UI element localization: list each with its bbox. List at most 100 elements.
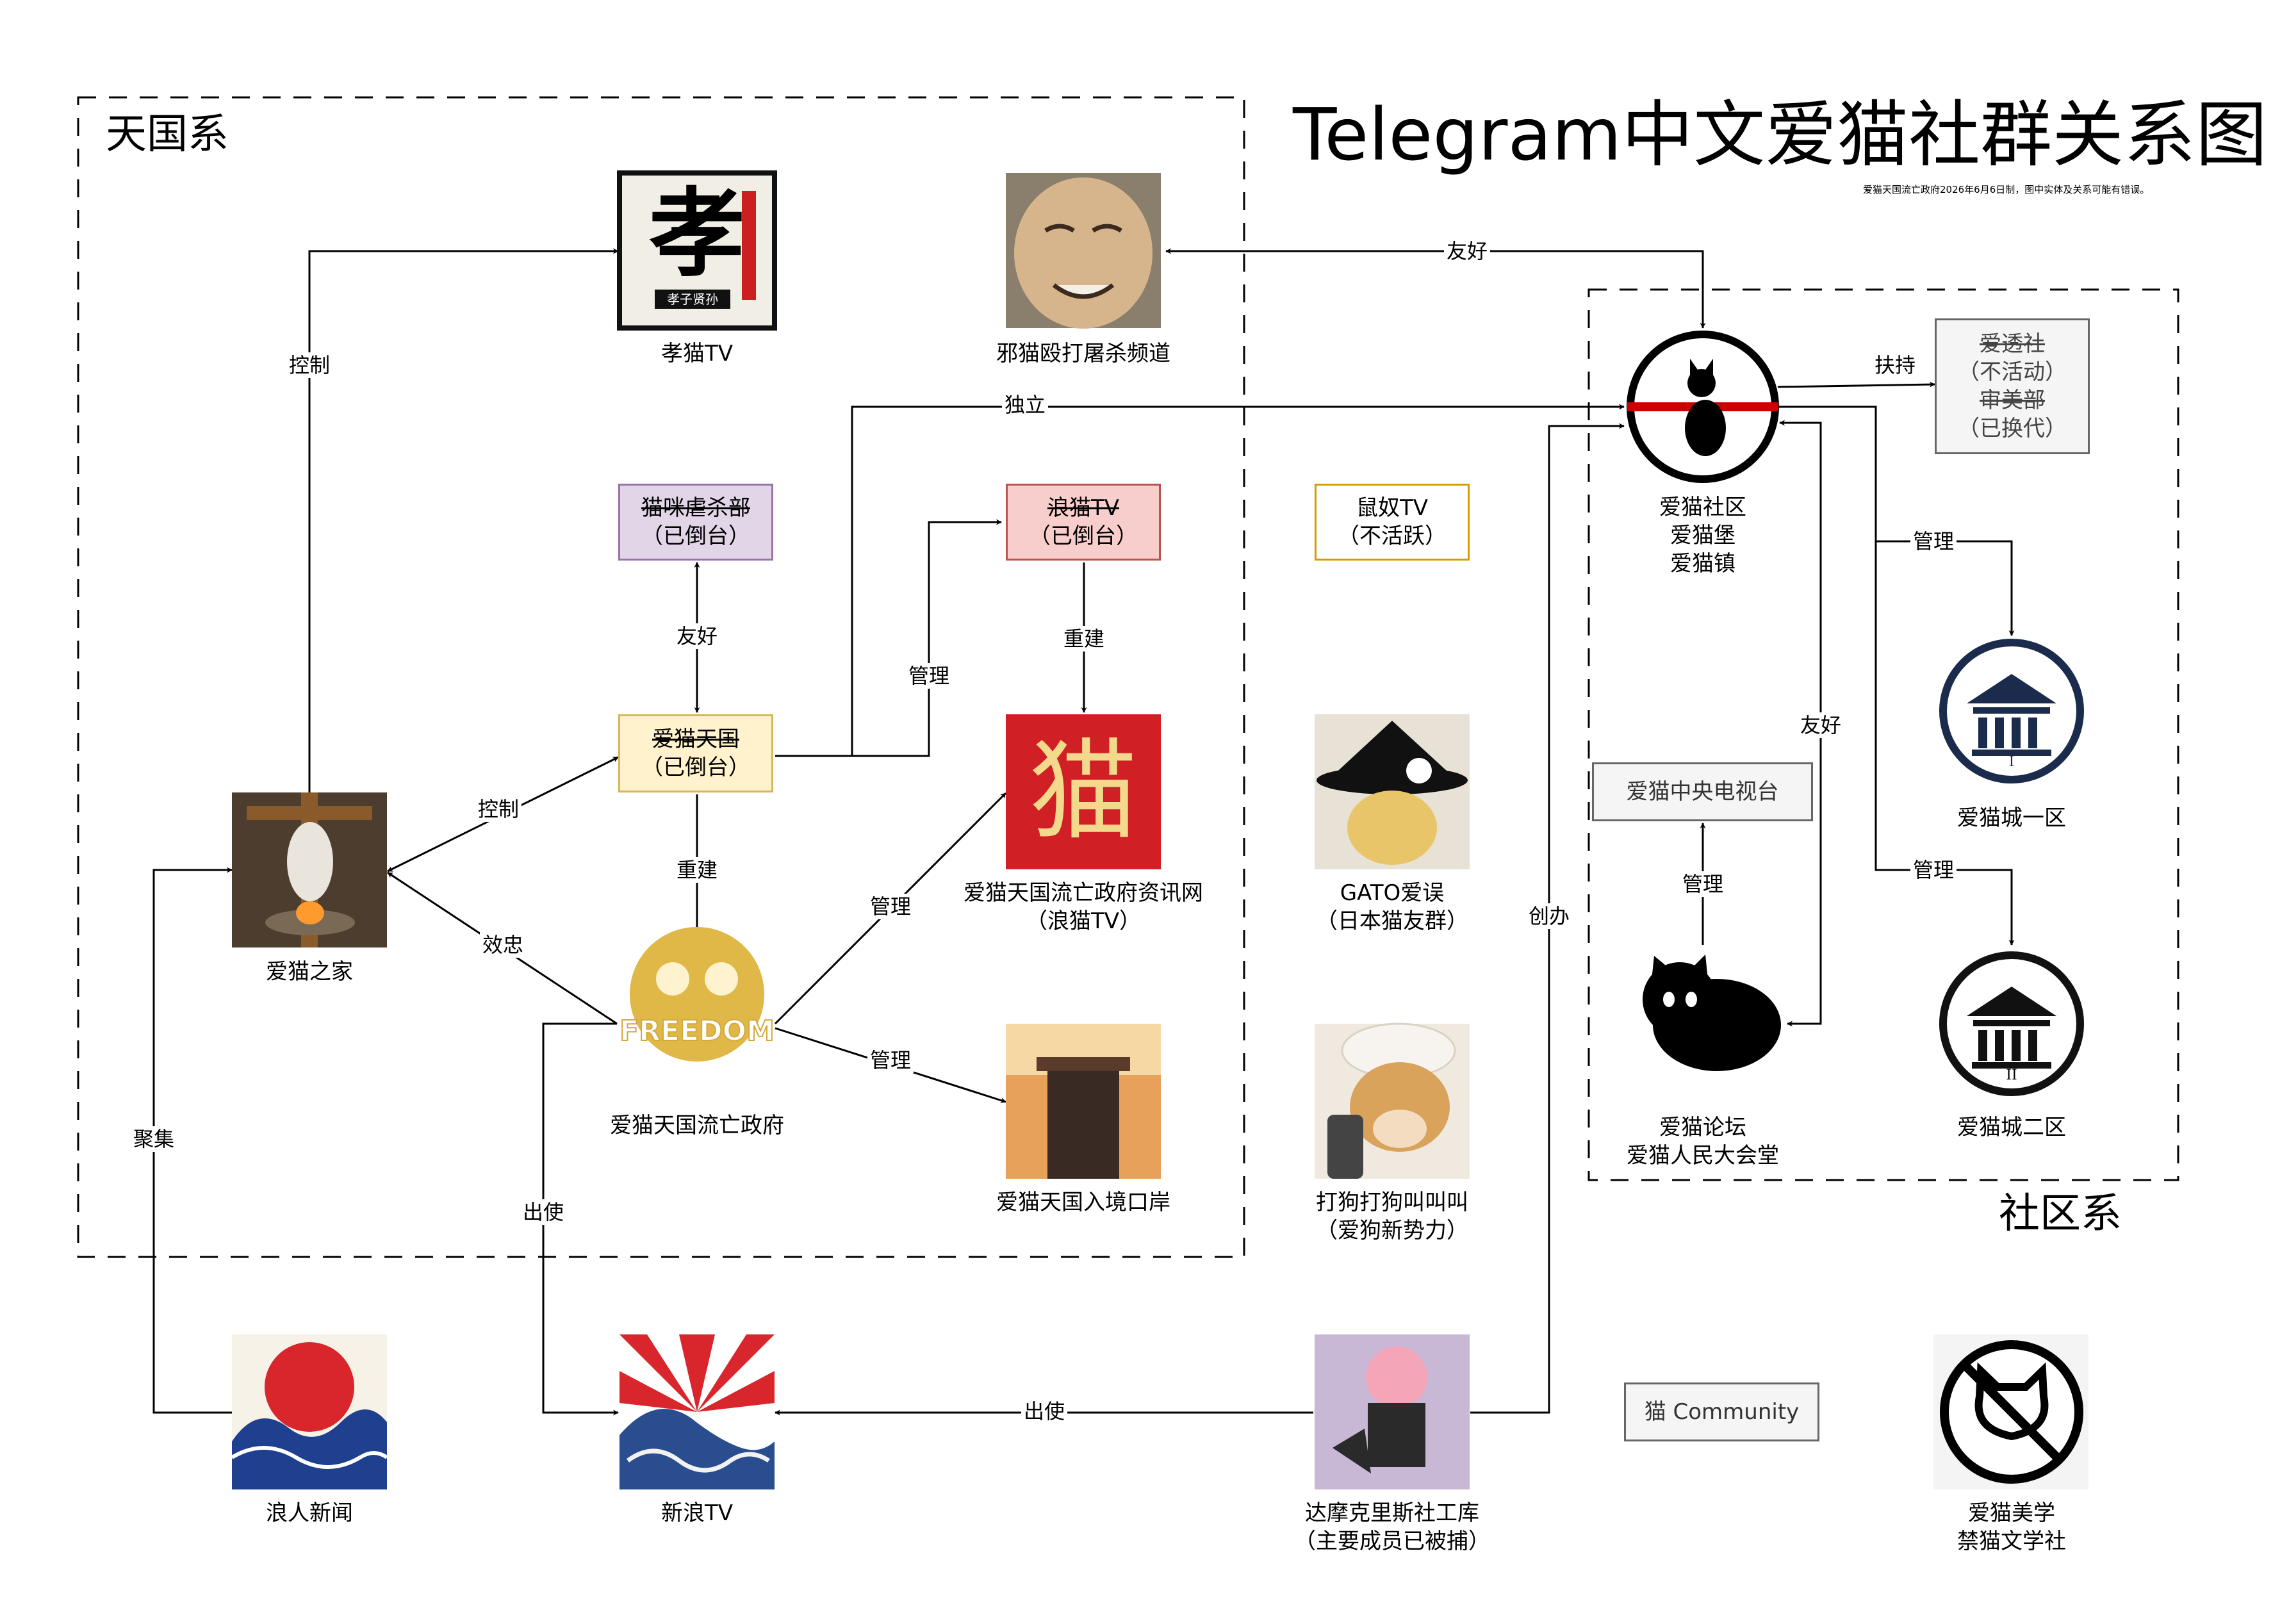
- edge-label-envoy-damokles: 出使: [1021, 1398, 1068, 1424]
- node-tianguo-status: （已倒台）: [641, 755, 750, 780]
- damokles-image: [1315, 1334, 1470, 1489]
- node-aitou-name: 爱透社: [1980, 331, 2045, 357]
- community-region-frame: [1588, 288, 2179, 1181]
- edge-label-rebuild-exile: 重建: [673, 857, 721, 883]
- label-forum-1: 爱猫论坛: [1659, 1115, 1746, 1140]
- node-langmao-old-status: （已倒台）: [1029, 523, 1138, 549]
- city2-numeral: II: [2006, 1067, 2017, 1083]
- label-port: 爱猫天国入境口岸: [996, 1190, 1170, 1215]
- label-exile-gov: 爱猫天国流亡政府: [610, 1113, 784, 1138]
- label-community: 爱猫社区 爱猫堡 爱猫镇: [1659, 493, 1746, 578]
- edge-label-envoy-xinlang: 出使: [520, 1199, 567, 1225]
- zixun-image-glyph: 猫: [1028, 728, 1138, 855]
- page-subtitle: 爱猫天国流亡政府2026年6月6日制，图中实体及关系可能有错误。: [1863, 184, 2150, 195]
- node-tianguo[interactable]: 爱猫天国 （已倒台）: [618, 714, 773, 792]
- aimao-home-image: [232, 792, 387, 947]
- page-title: Telegram中文爱猫社群关系图: [1293, 94, 2268, 177]
- label-xiemao: 邪猫殴打屠杀频道: [996, 341, 1170, 366]
- edge-label-independent: 独立: [1001, 392, 1049, 418]
- label-zixun-alias: （浪猫TV）: [1025, 908, 1142, 934]
- exile-gov-image-text: FREEDOM: [619, 1014, 775, 1048]
- edge-label-friendly-xiemao: 友好: [1443, 238, 1491, 264]
- node-mao-community[interactable]: 猫 Community: [1624, 1382, 1819, 1441]
- node-cctv[interactable]: 爱猫中央电视台: [1592, 762, 1813, 821]
- edge-control-xiaomao: [308, 248, 619, 798]
- zixun-image: [1006, 714, 1161, 869]
- edge-manage-langmao: [775, 519, 1002, 757]
- city2-logo-icon: [1939, 951, 2084, 1096]
- label-dagou-name: 打狗打狗叫叫叫: [1316, 1190, 1468, 1215]
- label-xinlang: 新浪TV: [660, 1500, 734, 1526]
- node-aitou-dept: 审美部: [1980, 388, 2045, 413]
- edge-label-friendly-forum: 友好: [1797, 712, 1844, 738]
- node-shunu-name: 鼠奴TV: [1356, 495, 1429, 521]
- edge-label-manage-zixun: 管理: [867, 894, 914, 919]
- node-aitou[interactable]: 爱透社 （不活动） 审美部 （已换代）: [1935, 318, 2090, 454]
- xiemao-image: [1006, 173, 1161, 329]
- exile-gov-image: [630, 927, 764, 1062]
- label-city1: 爱猫城一区: [1957, 805, 2066, 831]
- node-aitou-status: （不活动）: [1958, 359, 2067, 385]
- edge-label-support-aitou: 扶持: [1871, 352, 1919, 378]
- forum-cat-icon: [1643, 955, 1781, 1071]
- label-damokles-status: （主要成员已被捕）: [1294, 1529, 1490, 1554]
- city1-logo-icon: [1939, 639, 2084, 783]
- label-city2: 爱猫城二区: [1957, 1115, 2066, 1140]
- ronin-image: [231, 1334, 388, 1489]
- port-image: [1006, 1024, 1161, 1179]
- edge-label-found: 创办: [1525, 903, 1573, 929]
- edge-label-manage-cctv: 管理: [1679, 871, 1727, 897]
- community-cat-logo-icon: [1627, 331, 1779, 483]
- edge-independent: [775, 404, 1625, 757]
- label-dagou: 打狗打狗叫叫叫 （爱狗新势力）: [1316, 1188, 1468, 1245]
- node-langmao-old[interactable]: 浪猫TV （已倒台）: [1006, 484, 1161, 561]
- label-forum-2: 爱猫人民大会堂: [1627, 1143, 1779, 1169]
- edge-label-friendly-nuesha: 友好: [673, 623, 721, 649]
- node-maomi-nuesha-status: （已倒台）: [641, 523, 750, 549]
- xiaomao-image-glyph: 孝: [648, 177, 745, 290]
- label-aesthetics-2: 禁猫文学社: [1957, 1529, 2066, 1554]
- region-label-community: 社区系: [1999, 1190, 2122, 1238]
- label-damokles-name: 达摩克里斯社工库: [1305, 1500, 1479, 1526]
- edge-label-control-xiaomao: 控制: [286, 352, 333, 378]
- edge-friendly-xiemao: [1165, 248, 1706, 329]
- label-aesthetics-1: 爱猫美学: [1968, 1500, 2055, 1526]
- xiaomao-tv-image: [617, 170, 777, 331]
- label-damokles: 达摩克里斯社工库 （主要成员已被捕）: [1294, 1499, 1490, 1555]
- node-aitou-dept-status: （已换代）: [1958, 416, 2067, 441]
- edge-label-manage-city2: 管理: [1910, 857, 1957, 883]
- label-gato-desc: （日本猫友群）: [1316, 908, 1468, 934]
- heaven-region-frame: [77, 96, 1245, 1258]
- node-shunu[interactable]: 鼠奴TV （不活跃）: [1315, 484, 1470, 561]
- label-dagou-desc: （爱狗新势力）: [1316, 1218, 1468, 1243]
- region-label-heaven: 天国系: [106, 111, 229, 158]
- node-maomi-nuesha[interactable]: 猫咪虐杀部 （已倒台）: [618, 484, 773, 561]
- label-community-2: 爱猫堡: [1670, 523, 1735, 548]
- node-shunu-status: （不活跃）: [1338, 523, 1447, 549]
- label-zixun-name: 爱猫天国流亡政府资讯网: [964, 880, 1203, 906]
- xinlang-image: [619, 1334, 775, 1489]
- label-community-3: 爱猫镇: [1670, 551, 1735, 577]
- xiaomao-image-caption: 孝子贤孙: [667, 291, 718, 307]
- node-tianguo-name: 爱猫天国: [652, 726, 739, 752]
- edge-label-loyalty: 效忠: [479, 932, 527, 958]
- label-gato-name: GATO爱误: [1340, 880, 1445, 906]
- edge-label-manage-port: 管理: [867, 1047, 914, 1073]
- edge-label-manage-city1: 管理: [1910, 529, 1957, 554]
- edge-label-control-tianguo: 控制: [475, 796, 522, 822]
- edge-label-rebuild-zixun: 重建: [1060, 626, 1108, 652]
- label-zixun: 爱猫天国流亡政府资讯网 （浪猫TV）: [964, 879, 1203, 935]
- dagou-image: [1315, 1022, 1470, 1179]
- aesthetics-no-cat-icon: [1933, 1334, 2088, 1489]
- node-maomi-nuesha-name: 猫咪虐杀部: [641, 495, 750, 521]
- node-langmao-old-name: 浪猫TV: [1047, 495, 1120, 521]
- edge-label-gather: 聚集: [130, 1126, 177, 1152]
- city1-numeral: I: [2008, 754, 2015, 770]
- label-forum: 爱猫论坛 爱猫人民大会堂: [1627, 1113, 1779, 1170]
- label-aimao-home: 爱猫之家: [266, 959, 353, 985]
- edge-label-manage-langmao: 管理: [905, 663, 953, 689]
- gato-image: [1315, 714, 1470, 869]
- label-xiaomao: 孝猫TV: [660, 341, 734, 366]
